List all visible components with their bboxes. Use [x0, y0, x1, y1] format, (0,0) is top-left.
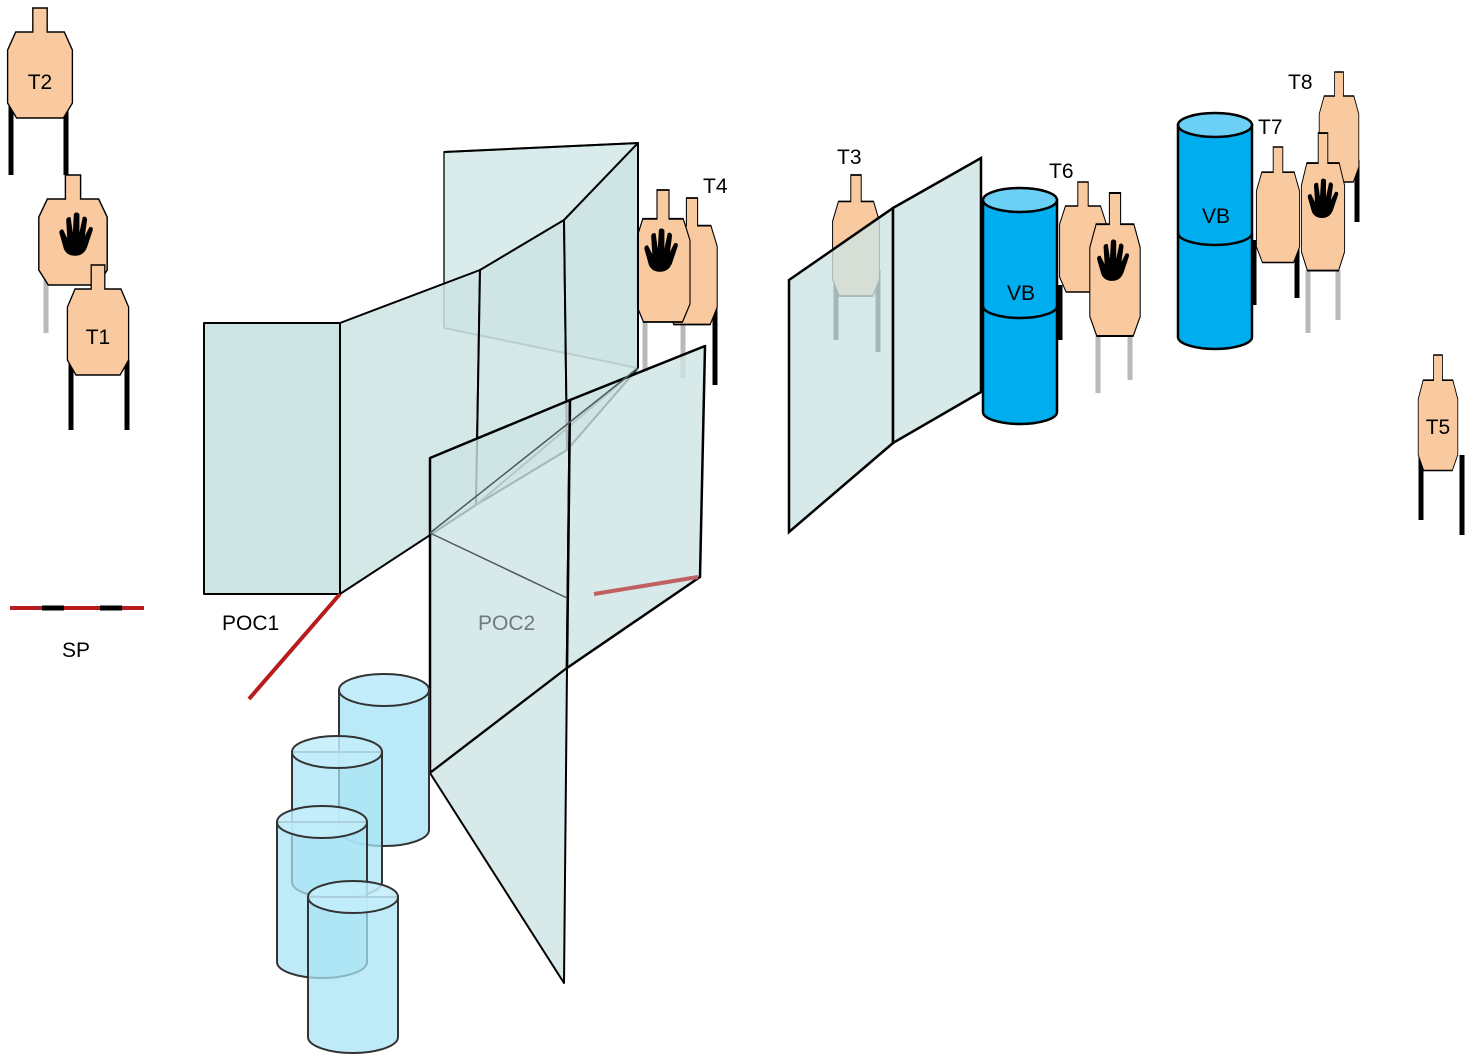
walls-middle [787, 155, 983, 535]
target-t7 [1251, 146, 1301, 305]
label-sp: SP [62, 639, 90, 662]
target-t6 [1057, 181, 1108, 340]
poc1-fault-line [247, 592, 342, 701]
target-t2 [6, 7, 74, 175]
barrel-vb-right [1176, 111, 1254, 351]
no-shoot-right [1300, 132, 1346, 333]
poc2-fault-line [593, 575, 699, 596]
target-group-left [6, 7, 130, 430]
label-t8: T8 [1288, 71, 1313, 94]
label-t2: T2 [28, 71, 53, 94]
label-t1: T1 [86, 326, 111, 349]
label-poc1: POC1 [222, 612, 279, 635]
no-shoot-middle [1088, 192, 1142, 393]
label-t7: T7 [1258, 116, 1283, 139]
barrel-vb-left [981, 186, 1059, 426]
drum [307, 880, 399, 1054]
target-t5 [1417, 354, 1465, 535]
label-t4: T4 [703, 175, 728, 198]
label-t6: T6 [1049, 160, 1074, 183]
drums-group [276, 673, 430, 1054]
label-vb-right: VB [1202, 205, 1230, 228]
label-t5: T5 [1426, 416, 1451, 439]
walls-left-complex [203, 142, 707, 984]
label-t3: T3 [837, 146, 862, 169]
target-t8 [1318, 71, 1360, 222]
label-poc2: POC2 [478, 612, 535, 635]
label-vb-left: VB [1007, 282, 1035, 305]
target-t1 [66, 264, 130, 430]
